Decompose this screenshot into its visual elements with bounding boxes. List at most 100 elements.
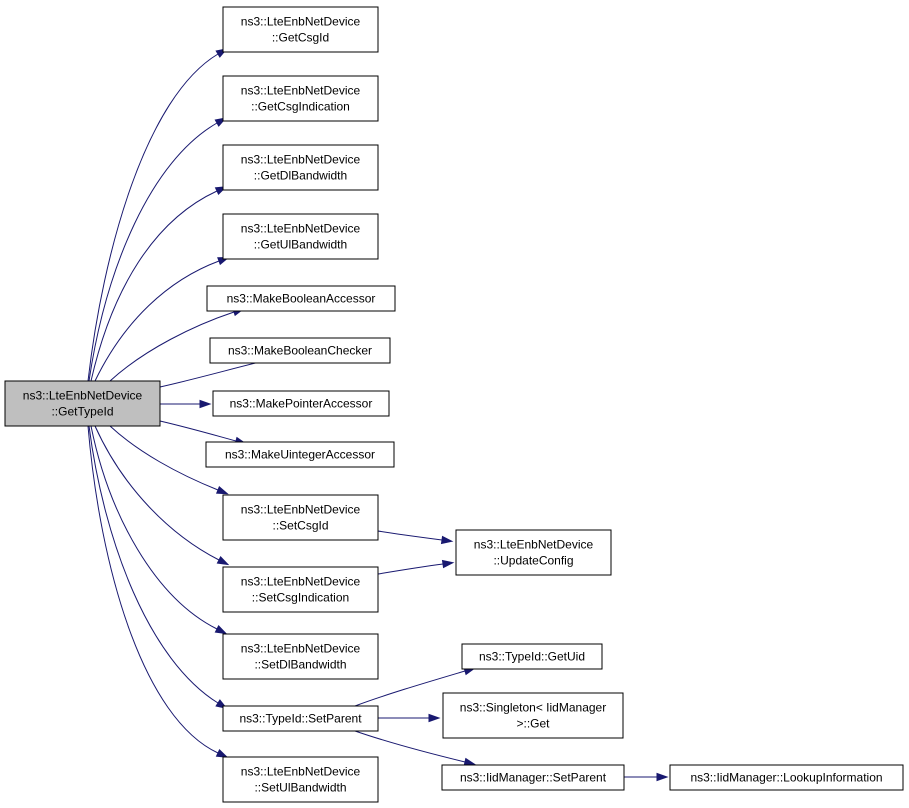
edge-line (159, 420, 237, 442)
node-label: ::GetUlBandwidth (254, 238, 347, 252)
node-box (222, 705, 379, 732)
edge-line (377, 530, 443, 541)
edge-line (94, 260, 220, 382)
node-label: ns3::LteEnbNetDevice (241, 222, 361, 236)
edge-root-to-getulbandwidth (94, 256, 230, 382)
node-label: ::GetDlBandwidth (254, 169, 347, 183)
node-label: ::GetTypeId (51, 405, 113, 419)
node-label: ns3::MakeBooleanChecker (228, 344, 372, 358)
edge-setcsgid-to-updateconfig (377, 530, 454, 545)
arrowhead (214, 625, 228, 635)
function-nodes: ns3::LteEnbNetDevice::GetTypeIdns3::LteE… (4, 6, 904, 803)
node-getcsgindication[interactable]: ns3::LteEnbNetDevice::GetCsgIndication (222, 75, 379, 122)
node-box (212, 390, 390, 417)
edge-setcsgindication-to-updateconfig (377, 559, 455, 575)
node-box (222, 144, 379, 191)
node-box (669, 764, 904, 791)
edge-line (354, 670, 466, 707)
node-makebooleanaccessor[interactable]: ns3::MakeBooleanAccessor (206, 285, 396, 312)
node-setcsgindication[interactable]: ns3::LteEnbNetDevice::SetCsgIndication (222, 566, 379, 613)
node-label: ns3::LteEnbNetDevice (241, 642, 361, 656)
node-label: >::Get (516, 717, 550, 731)
edge-line (90, 190, 218, 382)
node-label: ::SetCsgIndication (252, 591, 349, 605)
edge-line (354, 730, 466, 763)
arrowhead (441, 559, 455, 569)
node-iidmanager-setparent[interactable]: ns3::IidManager::SetParent (441, 764, 625, 791)
edge-line (377, 563, 444, 575)
node-box (455, 529, 612, 576)
node-box (222, 566, 379, 613)
edge-root-to-makepointeraccessor (160, 399, 212, 409)
node-singleton-get[interactable]: ns3::Singleton< IidManager>::Get (442, 692, 624, 739)
edge-root-to-makeuintegeraccessor (159, 420, 248, 445)
node-label: ::GetCsgId (272, 31, 329, 45)
node-label: ns3::LteEnbNetDevice (23, 389, 143, 403)
arrowhead (463, 757, 477, 766)
node-setulbandwidth[interactable]: ns3::LteEnbNetDevice::SetUlBandwidth (222, 756, 379, 803)
node-label: ::SetCsgId (272, 519, 328, 533)
edge-root-to-setulbandwidth (87, 425, 229, 758)
node-makeuintegeraccessor[interactable]: ns3::MakeUintegerAccessor (205, 441, 395, 468)
node-getdlbandwidth[interactable]: ns3::LteEnbNetDevice::GetDlBandwidth (222, 144, 379, 191)
node-box (222, 213, 379, 260)
node-box (209, 337, 391, 364)
node-makebooleanchecker[interactable]: ns3::MakeBooleanChecker (209, 337, 391, 364)
node-getcsgid[interactable]: ns3::LteEnbNetDevice::GetCsgId (222, 6, 379, 53)
edge-line (109, 425, 219, 491)
node-label: ns3::TypeId::SetParent (239, 712, 362, 726)
node-setcsgid[interactable]: ns3::LteEnbNetDevice::SetCsgId (222, 494, 379, 541)
node-label: ns3::IidManager::LookupInformation (690, 771, 882, 785)
edge-root-to-typeid-setparent (88, 425, 228, 710)
node-getuid[interactable]: ns3::TypeId::GetUid (461, 643, 603, 670)
node-label: ns3::Singleton< IidManager (460, 701, 606, 715)
node-makepointeraccessor[interactable]: ns3::MakePointerAccessor (212, 390, 390, 417)
edge-line (88, 122, 218, 382)
node-label: ns3::IidManager::SetParent (460, 771, 607, 785)
node-box (222, 494, 379, 541)
arrowhead (656, 772, 669, 782)
node-label: ns3::MakeUintegerAccessor (225, 448, 375, 462)
edge-line (109, 311, 235, 382)
node-box (222, 756, 379, 803)
edge-line (90, 425, 218, 630)
node-label: ns3::MakeBooleanAccessor (227, 292, 376, 306)
node-setdlbandwidth[interactable]: ns3::LteEnbNetDevice::SetDlBandwidth (222, 633, 379, 680)
node-updateconfig[interactable]: ns3::LteEnbNetDevice::UpdateConfig (455, 529, 612, 576)
edge-line (94, 425, 220, 561)
node-lookupinformation[interactable]: ns3::IidManager::LookupInformation (669, 764, 904, 791)
node-box (222, 633, 379, 680)
node-box (441, 764, 625, 791)
edge-root-to-getcsgindication (88, 117, 228, 382)
edge-line (87, 425, 219, 754)
arrowhead (440, 535, 454, 545)
node-box (222, 75, 379, 122)
edge-typeid-setparent-to-singleton-get (378, 713, 441, 723)
edge-line (88, 425, 219, 704)
edge-iidmanager-setparent-to-lookupinformation (624, 772, 669, 782)
node-box (4, 380, 161, 427)
node-box (461, 643, 603, 670)
arrowhead (215, 485, 229, 495)
node-label: ns3::LteEnbNetDevice (241, 15, 361, 29)
node-box (205, 441, 395, 468)
arrowhead (215, 748, 229, 758)
arrowhead (216, 556, 230, 566)
node-typeid-setparent[interactable]: ns3::TypeId::SetParent (222, 705, 379, 732)
node-label: ::UpdateConfig (493, 554, 573, 568)
node-label: ::GetCsgIndication (251, 100, 350, 114)
edge-root-to-getcsgid (87, 48, 228, 382)
node-label: ns3::LteEnbNetDevice (474, 538, 594, 552)
node-label: ns3::LteEnbNetDevice (241, 84, 361, 98)
edge-line (87, 53, 219, 382)
edge-root-to-setdlbandwidth (90, 425, 228, 635)
edge-typeid-setparent-to-iidmanager-setparent (354, 730, 477, 766)
node-label: ns3::LteEnbNetDevice (241, 503, 361, 517)
node-box (206, 285, 396, 312)
node-getulbandwidth[interactable]: ns3::LteEnbNetDevice::GetUlBandwidth (222, 213, 379, 260)
arrowhead (428, 713, 441, 723)
node-root[interactable]: ns3::LteEnbNetDevice::GetTypeId (4, 380, 161, 427)
arrowhead (199, 399, 212, 409)
node-label: ::SetDlBandwidth (254, 658, 346, 672)
